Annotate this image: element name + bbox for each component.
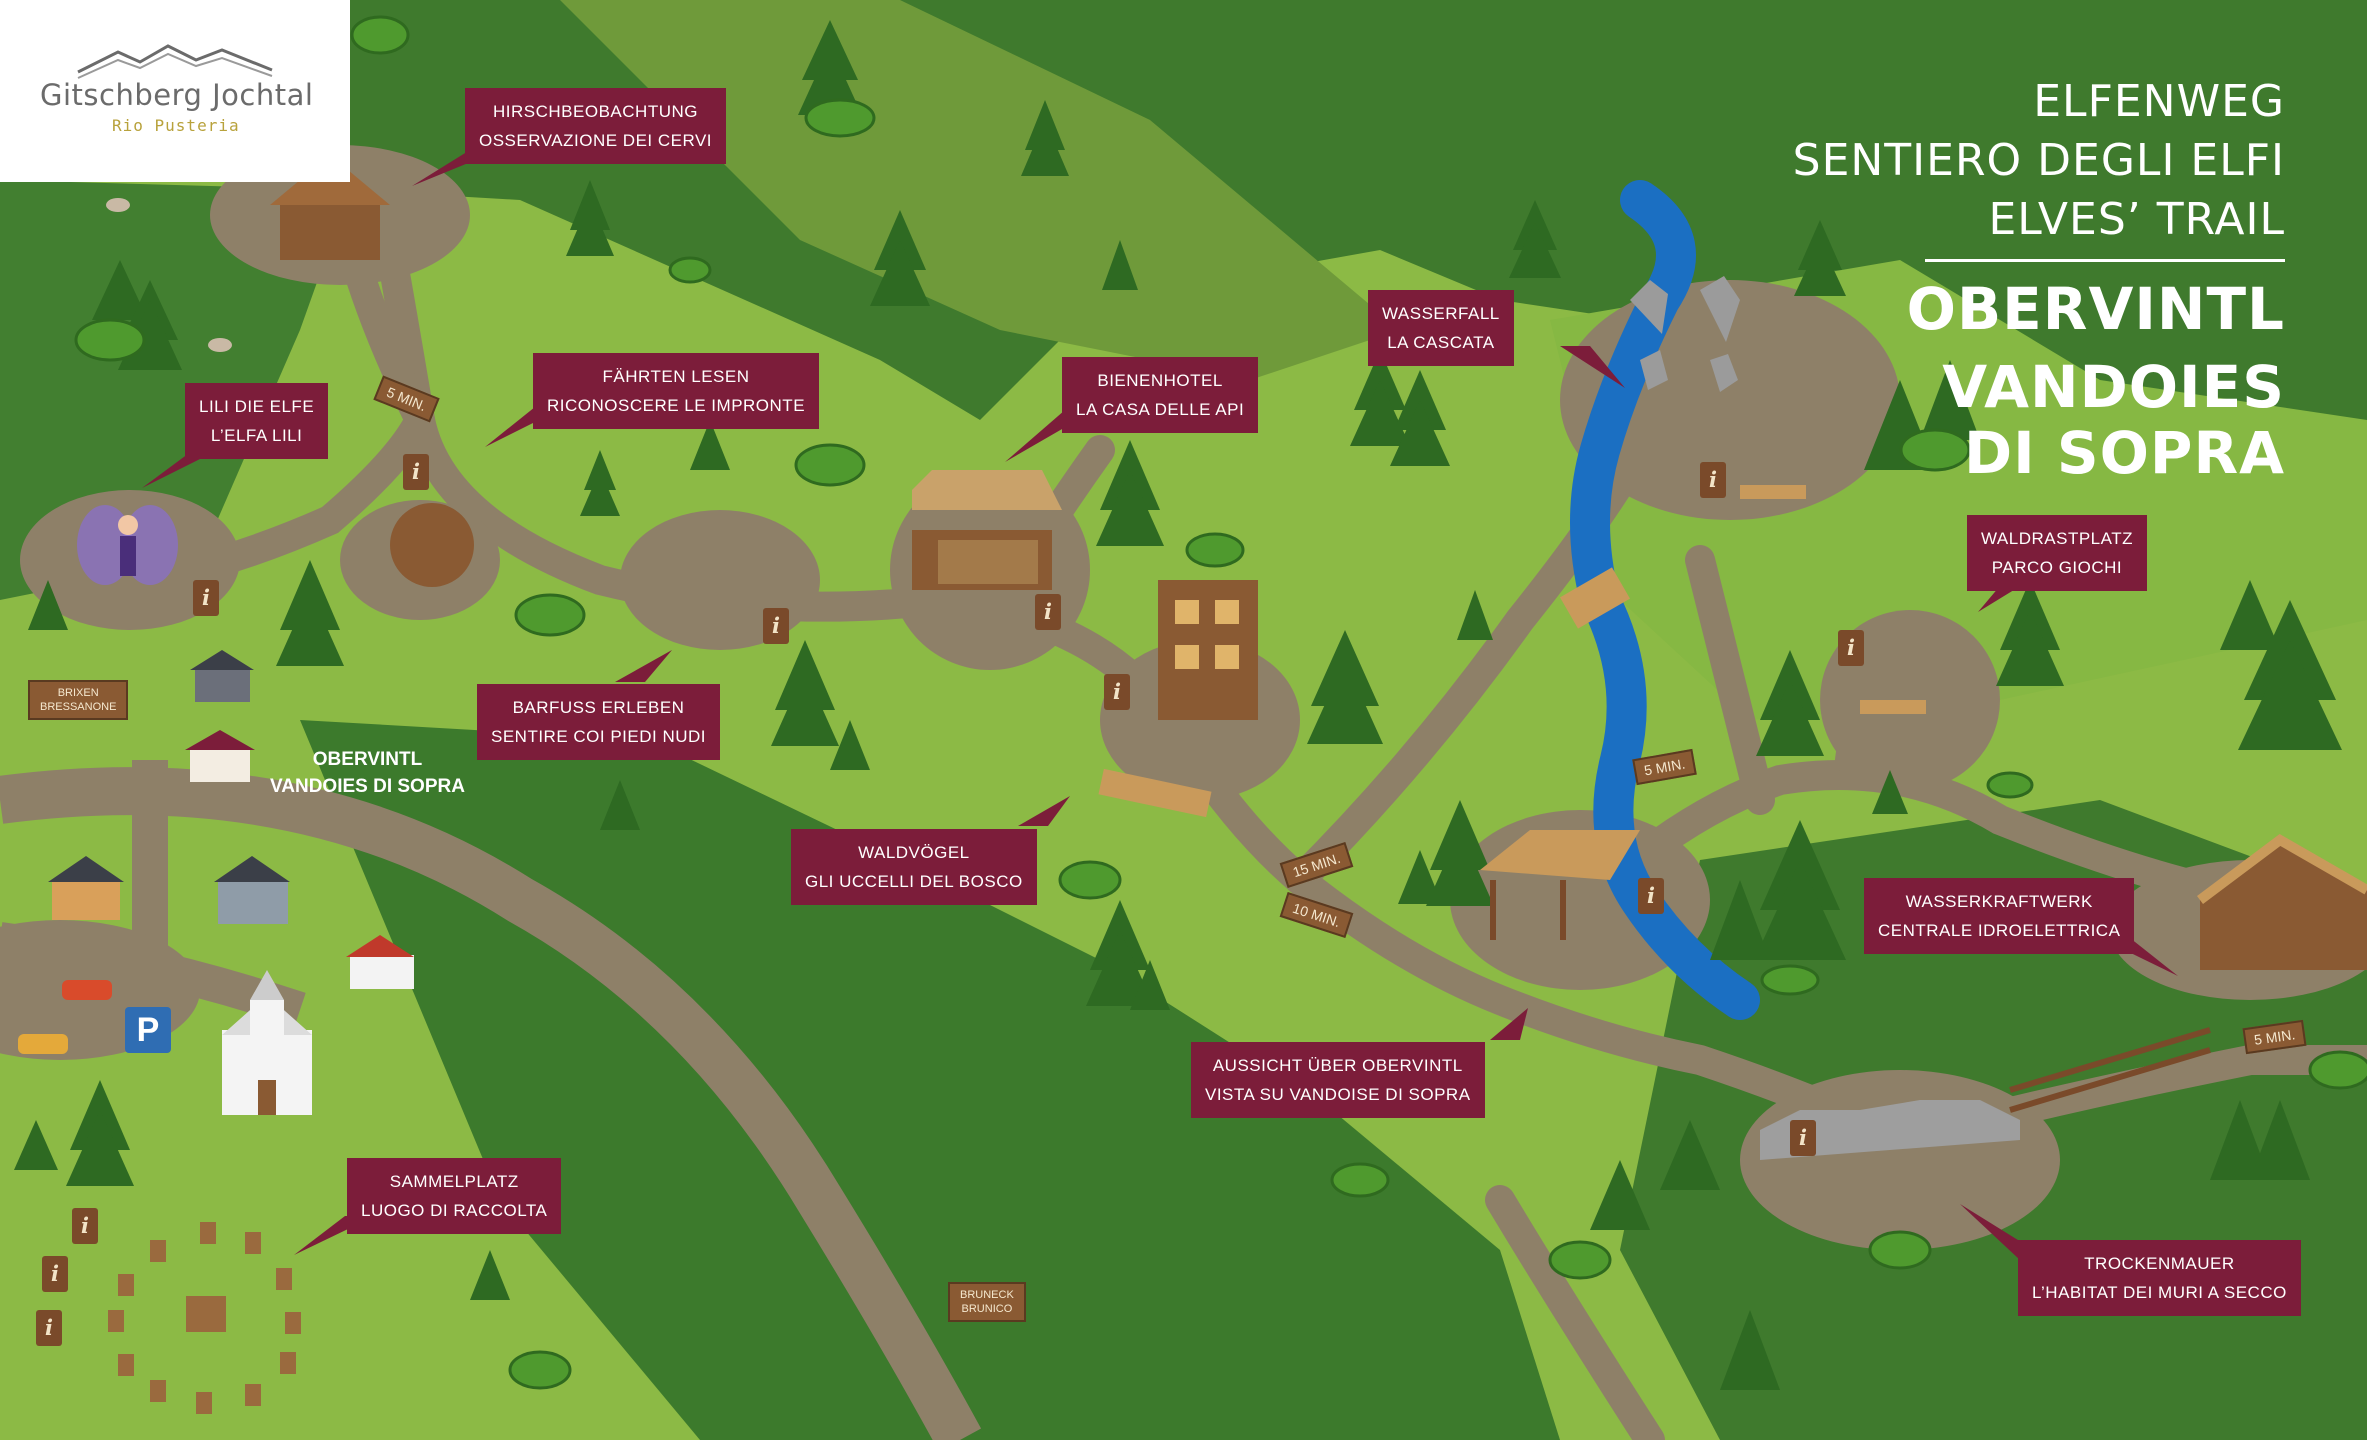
info-point-icon[interactable]: i [1035,594,1061,630]
station-name-it: SENTIRE COI PIEDI NUDI [491,727,707,746]
title-line: ELFENWEG [2033,76,2285,127]
parking-icon: P [125,1007,171,1053]
station-name-de: AUSSICHT ÜBER OBERVINTL [1212,1056,1463,1075]
forest-area [0,180,350,600]
info-point-icon[interactable]: i [72,1208,98,1244]
tree-group [14,20,2342,1390]
log-bench [1098,768,1212,818]
station-name-de: WASSERFALL [1382,304,1500,323]
station-name-de: SAMMELPLATZ [389,1172,519,1191]
main-road [0,767,982,1440]
sign-text: BRESSANONE [40,701,117,713]
title-line: SENTIERO DEGLI ELFI [1792,135,2285,186]
sign-text: BRUNECK [960,1289,1014,1301]
mountain-outline-icon [77,44,273,79]
station-name-de: WALDRASTPLATZ [1981,529,2133,548]
sign-text: BRIXEN [57,687,99,699]
station-label[interactable]: WALDRASTPLATZ PARCO GIOCHI [1967,515,2147,591]
station-label[interactable]: FÄHRTEN LESEN RICONOSCERE LE IMPRONTE [533,353,820,429]
station-name-it: LA CASCATA [1387,333,1495,352]
station-name-de: LILI DIE ELFE [199,397,315,416]
info-point-icon[interactable]: i [42,1256,68,1292]
station-label[interactable]: TROCKENMAUER L’HABITAT DEI MURI A SECCO [2018,1240,2301,1316]
station-label[interactable]: SAMMELPLATZ LUOGO DI RACCOLTA [347,1158,562,1234]
info-point-icon[interactable]: i [403,454,429,490]
station-name-it: OSSERVAZIONE DEI CERVI [479,131,713,150]
sign-text: BRUNICO [961,1303,1013,1315]
station-label[interactable]: WASSERKRAFTWERK CENTRALE IDROELETTRICA [1864,878,2135,954]
station-name-it: VISTA SU VANDOISE DI SOPRA [1205,1085,1471,1104]
bee-hotel [912,470,1062,590]
dry-stone-wall [1760,1100,2020,1160]
title-location: OBERVINTL [1906,275,2285,343]
station-name-it: RICONOSCERE LE IMPRONTE [547,396,806,415]
station-name-de: HIRSCHBEOBACHTUNG [493,102,698,121]
church [222,970,312,1115]
lookout-platform [1480,830,1640,940]
map-title: ELFENWEG SENTIERO DEGLI ELFI ELVES’ TRAI… [1793,72,2285,486]
logo-name: Gitschberg Jochtal [40,78,314,112]
station-label[interactable]: HIRSCHBEOBACHTUNG OSSERVAZIONE DEI CERVI [465,88,727,164]
village-name-it: VANDOIES DI SOPRA [270,776,465,797]
tree-stumps [108,1222,301,1414]
station-name-it: LUOGO DI RACCOLTA [361,1201,548,1220]
house [48,856,124,920]
info-point-icon[interactable]: i [1104,674,1130,710]
car [18,1034,68,1054]
station-name-de: WASSERKRAFTWERK [1905,892,2093,911]
station-name-it: L’ELFA LILI [210,426,303,445]
title-divider [1925,259,2285,262]
car [62,980,112,1000]
village-name-de: OBERVINTL [312,749,423,770]
info-point-icon[interactable]: i [763,608,789,644]
station-label[interactable]: AUSSICHT ÜBER OBERVINTL VISTA SU VANDOIS… [1191,1042,1485,1118]
bridge [1560,567,1630,629]
logo-subtitle: Rio Pusteria [112,116,240,135]
info-point-icon[interactable]: i [1790,1120,1816,1156]
fence [2009,1027,2211,1093]
title-location: VANDOIES [1942,353,2285,421]
direction-sign-brixen: BRIXEN BRESSANONE [28,680,129,720]
info-point-icon[interactable]: i [1838,630,1864,666]
deer-figures [106,198,232,352]
footprint-area [390,503,474,587]
village-name: OBERVINTL VANDOIES DI SOPRA [270,746,465,800]
info-point-icon[interactable]: i [1638,878,1664,914]
station-name-it: PARCO GIOCHI [1991,558,2123,577]
info-point-icon[interactable]: i [1700,462,1726,498]
house [346,935,414,989]
title-line: ELVES’ TRAIL [1988,194,2285,245]
station-label[interactable]: BARFUSS ERLEBEN SENTIRE COI PIEDI NUDI [477,684,721,760]
logo: Gitschberg Jochtal Rio Pusteria [0,0,350,182]
station-name-it: L’HABITAT DEI MURI A SECCO [2032,1283,2287,1302]
meadow-area [560,0,1400,380]
elf-lili [77,505,178,585]
station-name-it: CENTRALE IDROELETTRICA [1878,921,2121,940]
station-name-de: WALDVÖGEL [858,843,970,862]
info-point-icon[interactable]: i [193,580,219,616]
info-point-icon[interactable]: i [36,1310,62,1346]
house [214,856,290,924]
station-name-de: TROCKENMAUER [2084,1254,2235,1273]
station-name-de: BIENENHOTEL [1097,371,1223,390]
station-name-de: BARFUSS ERLEBEN [512,698,685,717]
station-name-it: LA CASA DELLE API [1076,400,1245,419]
direction-sign-bruneck: BRUNECK BRUNICO [948,1282,1026,1322]
power-station [2197,834,2367,970]
title-location: DI SOPRA [1963,419,2285,487]
forest-area [300,720,1560,1440]
house [190,650,254,702]
bird-tower [1158,580,1258,720]
station-label[interactable]: WALDVÖGEL GLI UCCELLI DEL BOSCO [791,829,1037,905]
station-name-de: FÄHRTEN LESEN [602,367,750,386]
station-name-it: GLI UCCELLI DEL BOSCO [805,872,1023,891]
station-label[interactable]: LILI DIE ELFE L’ELFA LILI [185,383,329,459]
station-label[interactable]: WASSERFALL LA CASCATA [1368,290,1514,366]
house [185,730,255,782]
station-label[interactable]: BIENENHOTEL LA CASA DELLE API [1062,357,1259,433]
